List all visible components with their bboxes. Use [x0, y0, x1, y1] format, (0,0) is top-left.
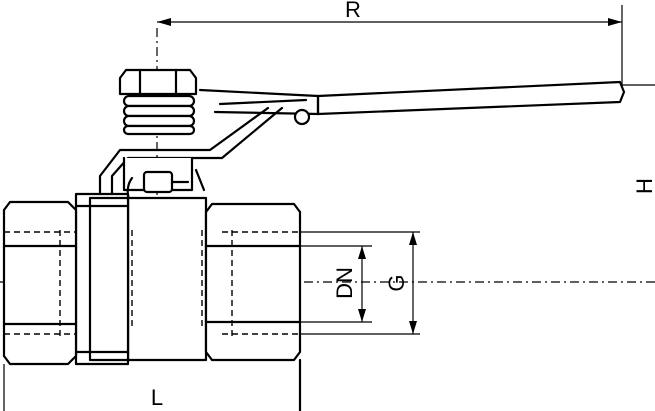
lever-grip: [316, 80, 626, 116]
dimension-h: H: [622, 84, 655, 194]
dimension-g: G: [300, 231, 420, 335]
dn-arrow-top: [358, 246, 366, 259]
right-port: [204, 202, 302, 411]
lever-arm-upper: [198, 88, 320, 116]
stop-pin: [142, 170, 174, 194]
hex-nut-icon: [118, 68, 198, 96]
flange-inner: [88, 196, 130, 362]
label-r: R: [345, 0, 361, 22]
dimension-l: L: [3, 364, 163, 411]
stem-washers: [122, 94, 196, 136]
washer-4: [122, 124, 196, 136]
valve-body: [126, 196, 208, 362]
right-port-hex: [204, 202, 302, 362]
dimension-dn: DN: [300, 245, 372, 323]
label-g: G: [384, 274, 409, 291]
g-arrow-top: [409, 232, 417, 245]
left-port: [2, 200, 78, 366]
dn-arrow-bottom: [358, 309, 366, 322]
neck-side: [194, 168, 206, 192]
washer-2: [122, 104, 196, 118]
washer-3: [122, 114, 196, 128]
left-port-hex: [2, 200, 78, 366]
body-flange: [74, 192, 130, 366]
lever-arm-inner: [218, 98, 308, 106]
washer-1: [122, 94, 196, 108]
label-l: L: [151, 385, 163, 410]
dimension-r: R: [157, 0, 623, 85]
stem-nut: [118, 68, 198, 96]
g-arrow-bottom: [409, 321, 417, 334]
body-center: [126, 196, 208, 362]
label-dn: DN: [332, 267, 357, 299]
label-h: H: [632, 178, 655, 194]
lever-pivot: [293, 108, 311, 126]
stem-neck: [122, 156, 206, 211]
lever-strap-outer: [98, 106, 270, 198]
dimension-r-arrow-left: [157, 18, 171, 26]
dimension-r-arrow-right: [608, 18, 622, 26]
